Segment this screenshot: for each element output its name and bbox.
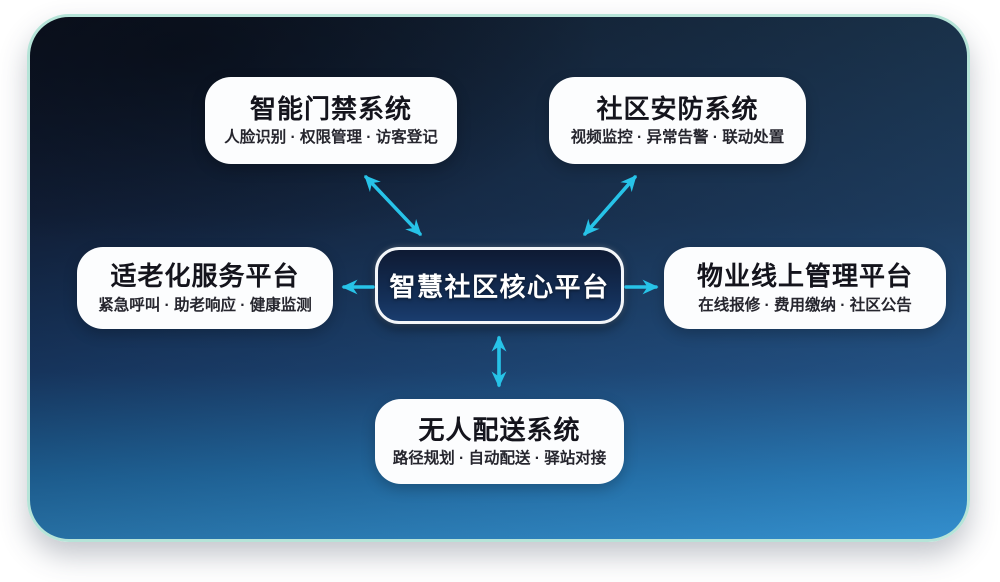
node-core-platform: 智慧社区核心平台 (375, 247, 624, 324)
node-security: 社区安防系统 视频监控 · 异常告警 · 联动处置 (549, 77, 806, 164)
node-security-subtitle: 视频监控 · 异常告警 · 联动处置 (570, 129, 785, 147)
node-delivery-subtitle: 路径规划 · 自动配送 · 驿站对接 (392, 450, 607, 468)
node-access-control-title: 智能门禁系统 (249, 93, 412, 124)
node-property-mgmt-title: 物业线上管理平台 (696, 261, 913, 292)
node-core-platform-title: 智慧社区核心平台 (389, 272, 610, 302)
node-access-control-subtitle: 人脸识别 · 权限管理 · 访客登记 (224, 129, 438, 147)
node-property-mgmt-subtitle: 在线报修 · 费用缴纳 · 社区公告 (698, 296, 912, 314)
node-elderly-care: 适老化服务平台 紧急呼叫 · 助老响应 · 健康监测 (77, 247, 333, 329)
node-delivery-title: 无人配送系统 (418, 414, 581, 445)
node-elderly-care-subtitle: 紧急呼叫 · 助老响应 · 健康监测 (98, 296, 312, 314)
node-access-control: 智能门禁系统 人脸识别 · 权限管理 · 访客登记 (205, 77, 457, 164)
node-delivery: 无人配送系统 路径规划 · 自动配送 · 驿站对接 (375, 399, 624, 484)
node-elderly-care-title: 适老化服务平台 (110, 261, 300, 292)
node-property-mgmt: 物业线上管理平台 在线报修 · 费用缴纳 · 社区公告 (664, 247, 946, 329)
node-security-title: 社区安防系统 (596, 93, 759, 124)
